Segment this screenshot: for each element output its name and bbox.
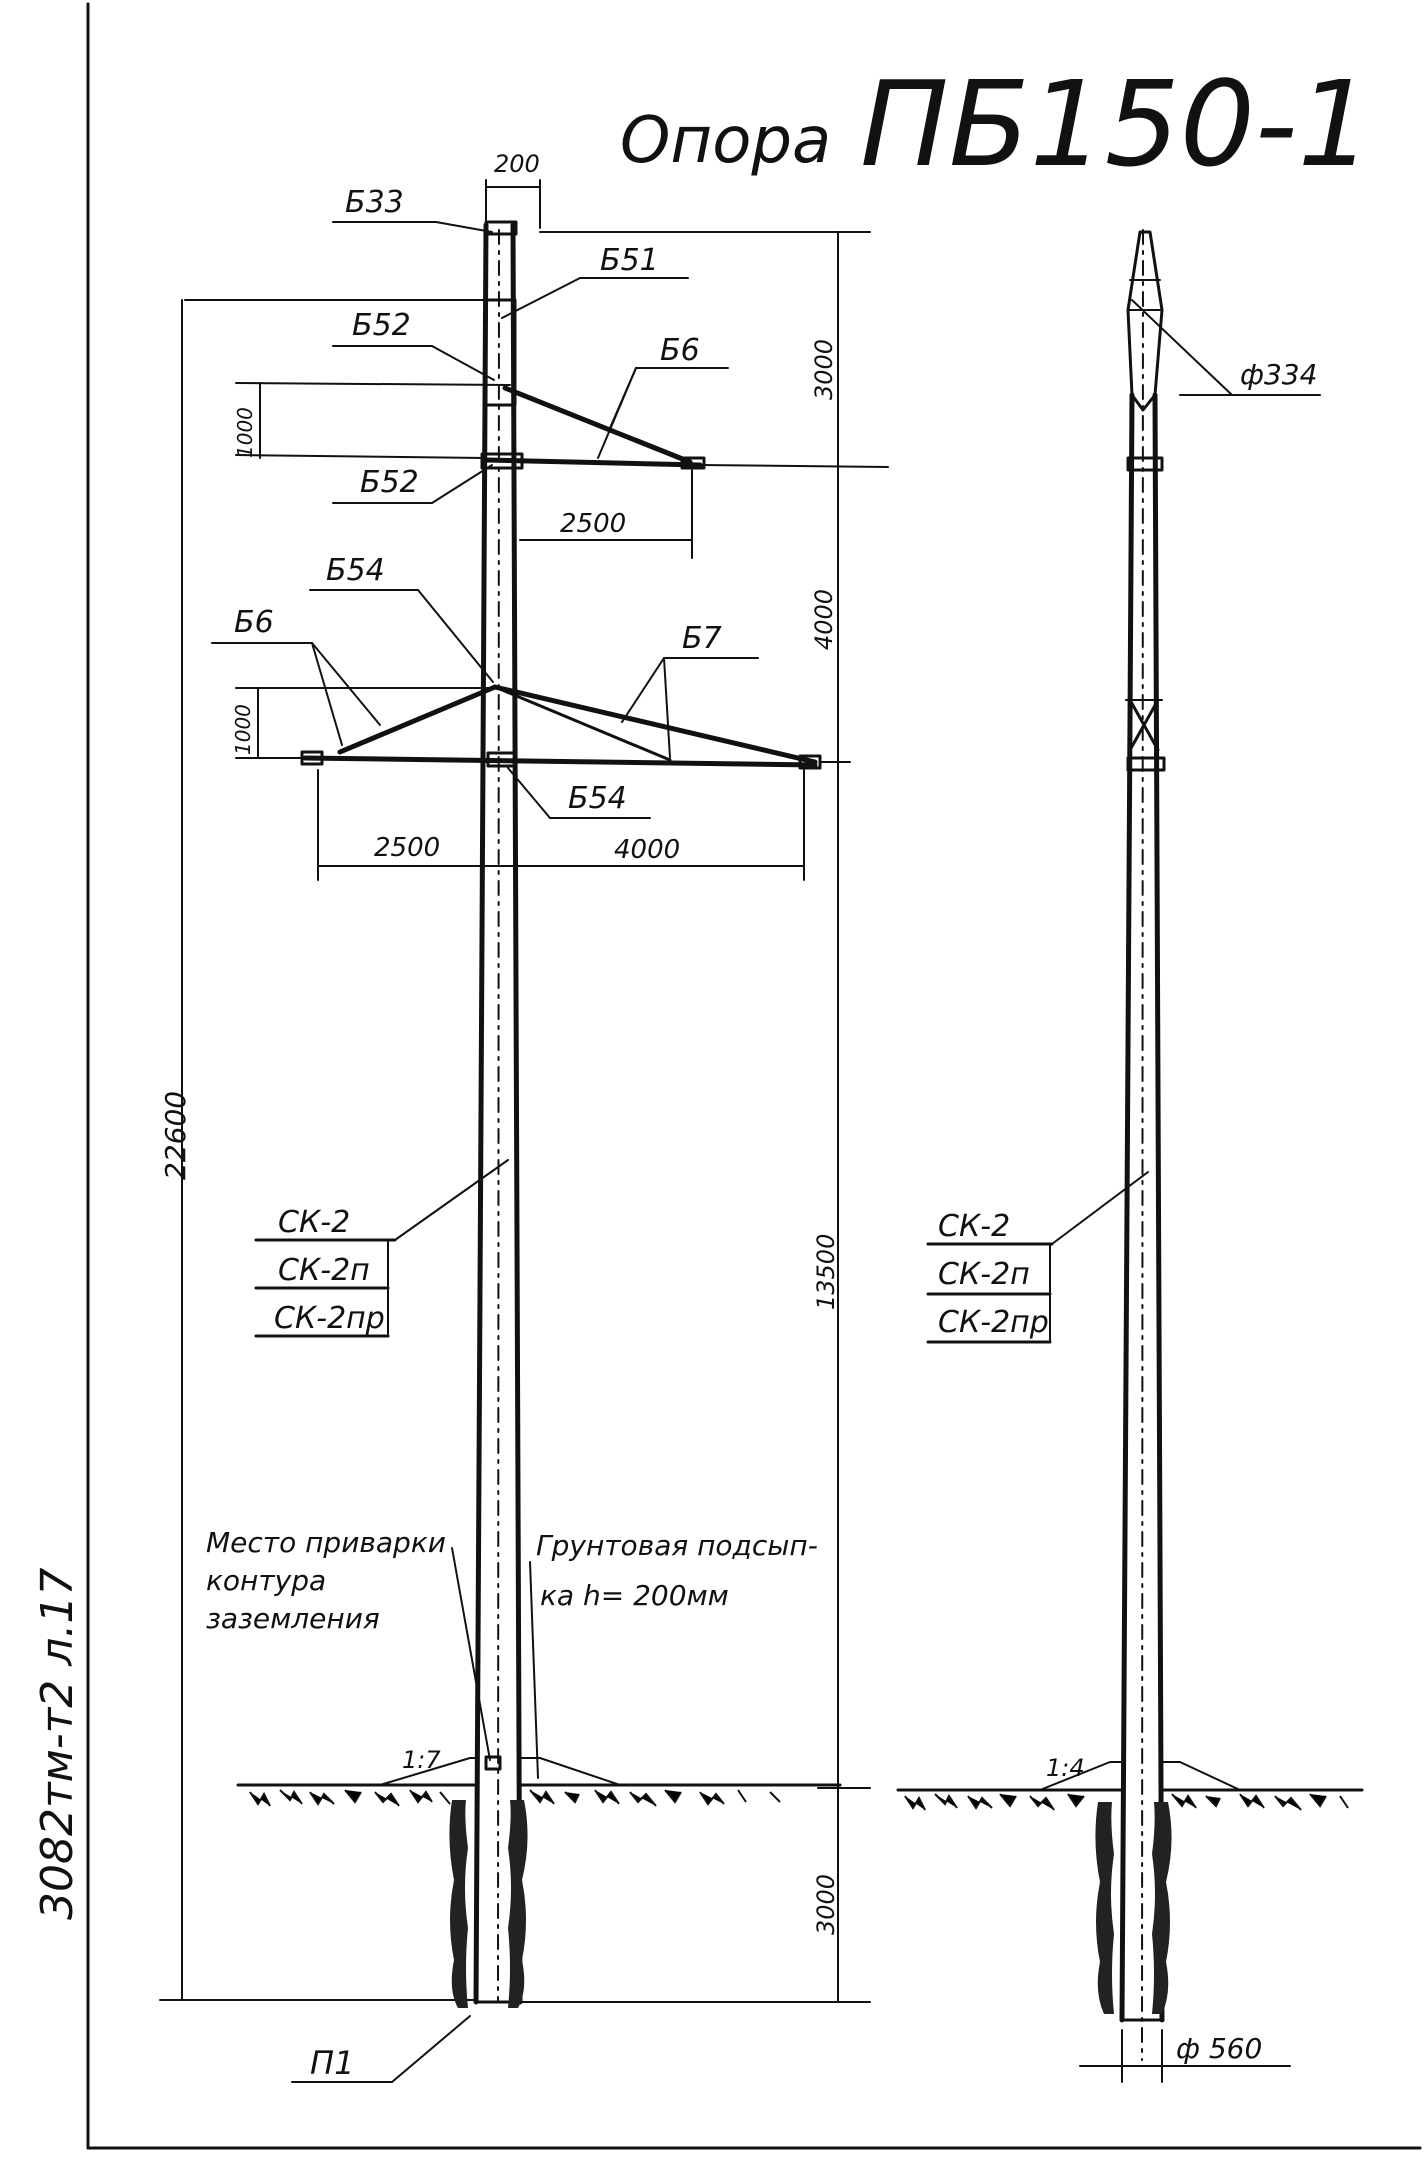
- svg-text:4000: 4000: [810, 589, 838, 650]
- left-view: 200 Б33 Б51: [159, 150, 889, 2083]
- svg-text:Б6: Б6: [660, 333, 700, 368]
- label-b54-top: Б54: [309, 553, 494, 683]
- label-b6-top: Б6: [597, 333, 729, 459]
- svg-text:СК-2: СК-2: [278, 1205, 350, 1240]
- svg-text:СК-2п: СК-2п: [938, 1257, 1030, 1292]
- left-pole-marks: СК-2 СК-2п СК-2пр: [254, 1159, 509, 1338]
- svg-text:1000: 1000: [231, 704, 255, 755]
- label-b54-bottom: Б54: [507, 767, 651, 819]
- svg-text:Б54: Б54: [568, 781, 627, 816]
- dim-3000-top: 3000: [539, 231, 871, 467]
- label-b52-mid: Б52: [332, 464, 493, 504]
- svg-text:2500: 2500: [374, 833, 440, 863]
- label-b33: Б33: [332, 185, 493, 233]
- svg-text:П1: П1: [310, 2044, 354, 2082]
- svg-text:СК-2: СК-2: [938, 1209, 1010, 1244]
- right-ground: 1:4: [896, 1754, 1364, 2022]
- label-b52-top: Б52: [332, 308, 495, 381]
- label-b51: Б51: [501, 243, 689, 319]
- dim-1000-top: 1000: [233, 382, 511, 459]
- svg-text:Грунтовая подсып-: Грунтовая подсып-: [536, 1529, 818, 1562]
- svg-text:Б54: Б54: [326, 553, 385, 588]
- svg-text:контура: контура: [206, 1564, 326, 1597]
- right-view: ф334 СК-2 СК-2п СК-2пр 1:4: [896, 229, 1364, 2083]
- right-pole-marks: СК-2 СК-2п СК-2пр: [926, 1171, 1149, 1344]
- label-b7: Б7: [621, 621, 759, 759]
- svg-text:Б51: Б51: [600, 243, 659, 278]
- svg-text:ф 560: ф 560: [1176, 2032, 1262, 2065]
- dim-22600: 22600: [159, 299, 501, 2001]
- lower-crossarm: [300, 684, 822, 770]
- svg-text:Б33: Б33: [345, 185, 404, 220]
- dim-1000-lower: 1000: [231, 687, 496, 759]
- title-code: ПБ150-1: [860, 55, 1373, 193]
- svg-text:Б52: Б52: [360, 465, 419, 500]
- note-backfill: Грунтовая подсып- ка h= 200мм: [529, 1529, 818, 1779]
- svg-text:Б52: Б52: [352, 308, 411, 343]
- dim-3000-bottom: 3000: [519, 1787, 871, 2003]
- label-p1: П1: [291, 2015, 471, 2083]
- svg-text:СК-2п: СК-2п: [278, 1253, 370, 1288]
- side-stamp: 3082тм-т2 л.17: [32, 1568, 83, 1920]
- sheet-frame: [86, 2, 1422, 2150]
- svg-text:3082тм-т2 л.17: 3082тм-т2 л.17: [32, 1568, 83, 1920]
- dim-diameter-bottom: ф 560: [1079, 2029, 1291, 2083]
- dim-diameter-top: ф334: [1131, 299, 1321, 396]
- dim-200: 200: [485, 150, 541, 229]
- svg-text:1000: 1000: [233, 407, 257, 458]
- dim-lower-span: 2500 4000: [317, 769, 805, 881]
- svg-text:заземления: заземления: [206, 1602, 380, 1635]
- svg-text:Место приварки: Место приварки: [206, 1526, 446, 1559]
- svg-text:ка h= 200мм: ка h= 200мм: [540, 1579, 729, 1612]
- left-pole: [473, 220, 523, 2005]
- title-prefix: Опора: [620, 104, 831, 178]
- right-pole: [1119, 229, 1166, 2061]
- svg-text:СК-2пр: СК-2пр: [938, 1305, 1049, 1340]
- svg-text:3000: 3000: [810, 339, 838, 400]
- dim-4000-mid: 4000: [810, 465, 851, 763]
- page-title: Опора ПБ150-1: [620, 55, 1373, 193]
- svg-text:Б6: Б6: [234, 605, 274, 640]
- upper-crossarm: [480, 385, 889, 470]
- svg-text:200: 200: [494, 150, 540, 178]
- svg-text:1:7: 1:7: [402, 1746, 441, 1774]
- dim-13500: 13500: [812, 761, 871, 1789]
- label-b6-lower: Б6: [211, 605, 381, 746]
- svg-text:3000: 3000: [812, 1874, 840, 1935]
- svg-text:22600: 22600: [159, 1091, 192, 1180]
- svg-text:1:4: 1:4: [1046, 1754, 1085, 1782]
- svg-text:4000: 4000: [614, 835, 680, 865]
- svg-text:ф334: ф334: [1240, 358, 1317, 391]
- dim-2500-top: 2500: [519, 469, 693, 559]
- note-welding: Место приварки контура заземления: [206, 1526, 502, 1771]
- svg-text:Б7: Б7: [682, 621, 722, 656]
- svg-text:13500: 13500: [812, 1234, 840, 1310]
- svg-text:2500: 2500: [560, 509, 626, 539]
- svg-text:СК-2пр: СК-2пр: [274, 1301, 385, 1336]
- left-ground: 1:7: [236, 1746, 842, 2008]
